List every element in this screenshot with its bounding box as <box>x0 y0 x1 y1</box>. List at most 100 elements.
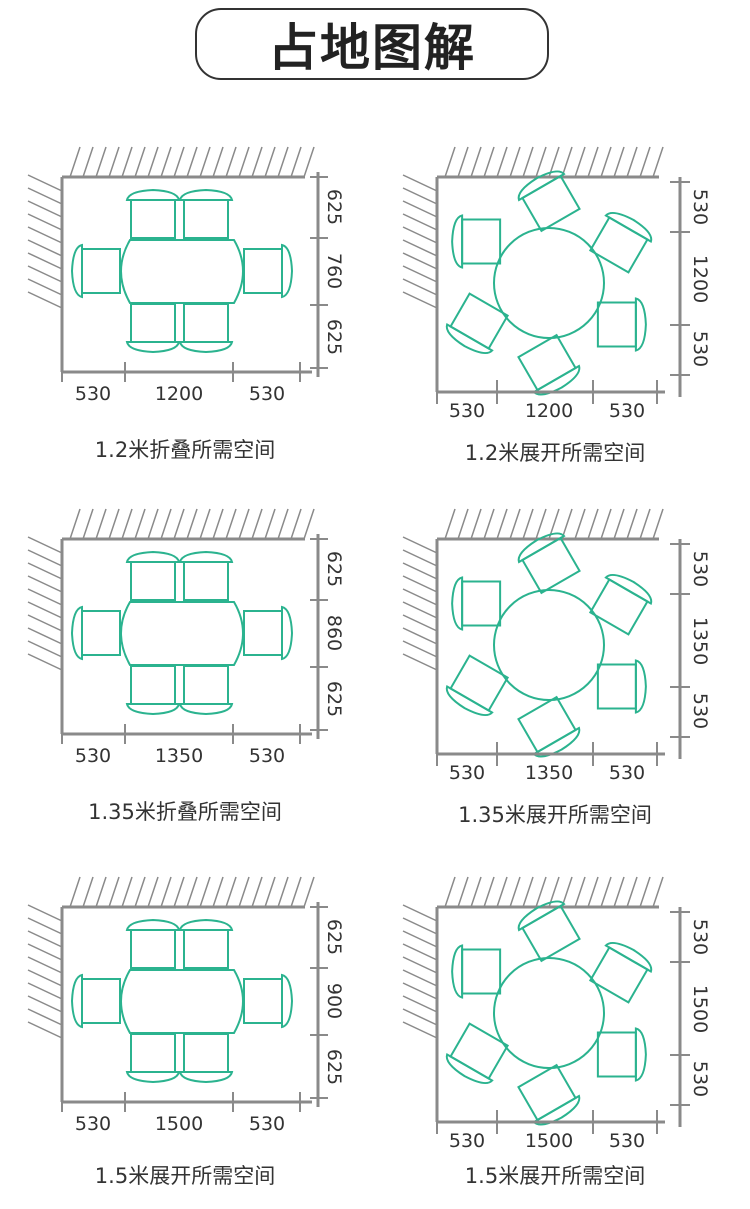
wall-hatch <box>264 508 276 540</box>
chair-back <box>125 550 181 563</box>
wall-hatch <box>69 508 81 540</box>
chair-seat <box>588 216 649 274</box>
panel-caption: 1.2米展开所需空间 <box>464 441 646 465</box>
wall-hatch <box>27 549 63 567</box>
wall-hatch <box>402 640 438 658</box>
dimension-label: 530 <box>75 383 111 405</box>
chair-seat <box>130 561 176 601</box>
table-round <box>493 589 605 701</box>
chair-icon <box>517 170 581 233</box>
table-oval <box>120 601 244 666</box>
wall-hatch <box>639 508 651 540</box>
wall-hatch <box>402 943 438 961</box>
chair-icon <box>70 973 121 1029</box>
wall-hatch <box>82 146 94 178</box>
chair-seat <box>521 536 581 595</box>
dimension-label: 530 <box>449 400 485 422</box>
chair-icon <box>596 659 647 714</box>
wall-hatch <box>82 508 94 540</box>
wall-hatch <box>402 187 438 205</box>
chair-seat <box>130 199 176 239</box>
chair-back <box>281 605 294 661</box>
wall-hatch <box>652 146 664 178</box>
wall-hatch <box>574 876 586 908</box>
wall-hatch <box>402 588 438 606</box>
chair-icon <box>588 573 653 636</box>
dimension-label: 625 <box>323 919 345 955</box>
wall-hatch <box>95 876 107 908</box>
wall-hatch <box>27 982 63 1000</box>
wall-hatch <box>402 549 438 567</box>
wall-hatch <box>27 562 63 580</box>
wall-hatch <box>69 146 81 178</box>
chair-back <box>634 297 647 352</box>
wall-hatch <box>574 508 586 540</box>
wall-hatch <box>457 876 469 908</box>
chair-icon <box>517 695 581 758</box>
wall-hatch <box>186 508 198 540</box>
wall-hatch <box>173 146 185 178</box>
wall-hatch <box>108 146 120 178</box>
wall-hatch <box>264 876 276 908</box>
chair-icon <box>178 665 234 716</box>
wall-hatch <box>402 601 438 619</box>
wall-hatch <box>238 508 250 540</box>
dimension-label: 530 <box>609 400 645 422</box>
dimension-label: 860 <box>323 615 345 651</box>
wall-hatch <box>303 146 315 178</box>
chair-seat <box>243 248 283 294</box>
wall-hatch <box>587 876 599 908</box>
wall-hatch <box>483 508 495 540</box>
wall-hatch <box>509 146 521 178</box>
chair-seat <box>449 654 510 712</box>
wall-hatch <box>522 508 534 540</box>
chair-icon <box>125 550 181 601</box>
wall-hatch <box>147 146 159 178</box>
wall-hatch <box>95 508 107 540</box>
wall-hatch <box>535 876 547 908</box>
wall-hatch <box>600 876 612 908</box>
wall-hatch <box>496 146 508 178</box>
chair-back <box>604 211 653 243</box>
wall-hatch <box>470 146 482 178</box>
chair-back <box>178 188 234 201</box>
chair-icon <box>70 243 121 299</box>
chair-seat <box>517 1063 577 1122</box>
chair-icon <box>178 1033 234 1084</box>
chair-seat <box>588 578 649 636</box>
wall-hatch <box>613 508 625 540</box>
chair-seat <box>130 665 176 705</box>
chair-seat <box>130 929 176 969</box>
wall-hatch <box>27 995 63 1013</box>
wall-hatch <box>402 627 438 645</box>
wall-hatch <box>535 508 547 540</box>
wall-hatch <box>264 146 276 178</box>
wall-hatch <box>27 291 63 309</box>
wall-hatch <box>402 239 438 257</box>
wall-hatch <box>444 508 456 540</box>
wall-hatch <box>587 508 599 540</box>
wall-hatch <box>225 508 237 540</box>
wall-hatch <box>277 508 289 540</box>
chair-icon <box>178 918 234 969</box>
panel-caption: 1.35米折叠所需空间 <box>88 800 282 824</box>
chair-icon <box>445 292 510 355</box>
wall-hatch <box>27 200 63 218</box>
wall-hatch <box>134 146 146 178</box>
wall-hatch <box>509 508 521 540</box>
chair-seat <box>588 946 649 1004</box>
chair-back <box>125 341 181 354</box>
dimension-label: 625 <box>323 681 345 717</box>
wall-hatch <box>522 876 534 908</box>
chair-icon <box>445 1022 510 1085</box>
wall-hatch <box>251 146 263 178</box>
wall-hatch <box>27 627 63 645</box>
wall-hatch <box>303 508 315 540</box>
wall-hatch <box>27 252 63 270</box>
wall-hatch <box>402 213 438 231</box>
chair-seat <box>183 199 229 239</box>
dimension-label: 530 <box>689 331 711 367</box>
wall-hatch <box>402 200 438 218</box>
wall-hatch <box>626 508 638 540</box>
